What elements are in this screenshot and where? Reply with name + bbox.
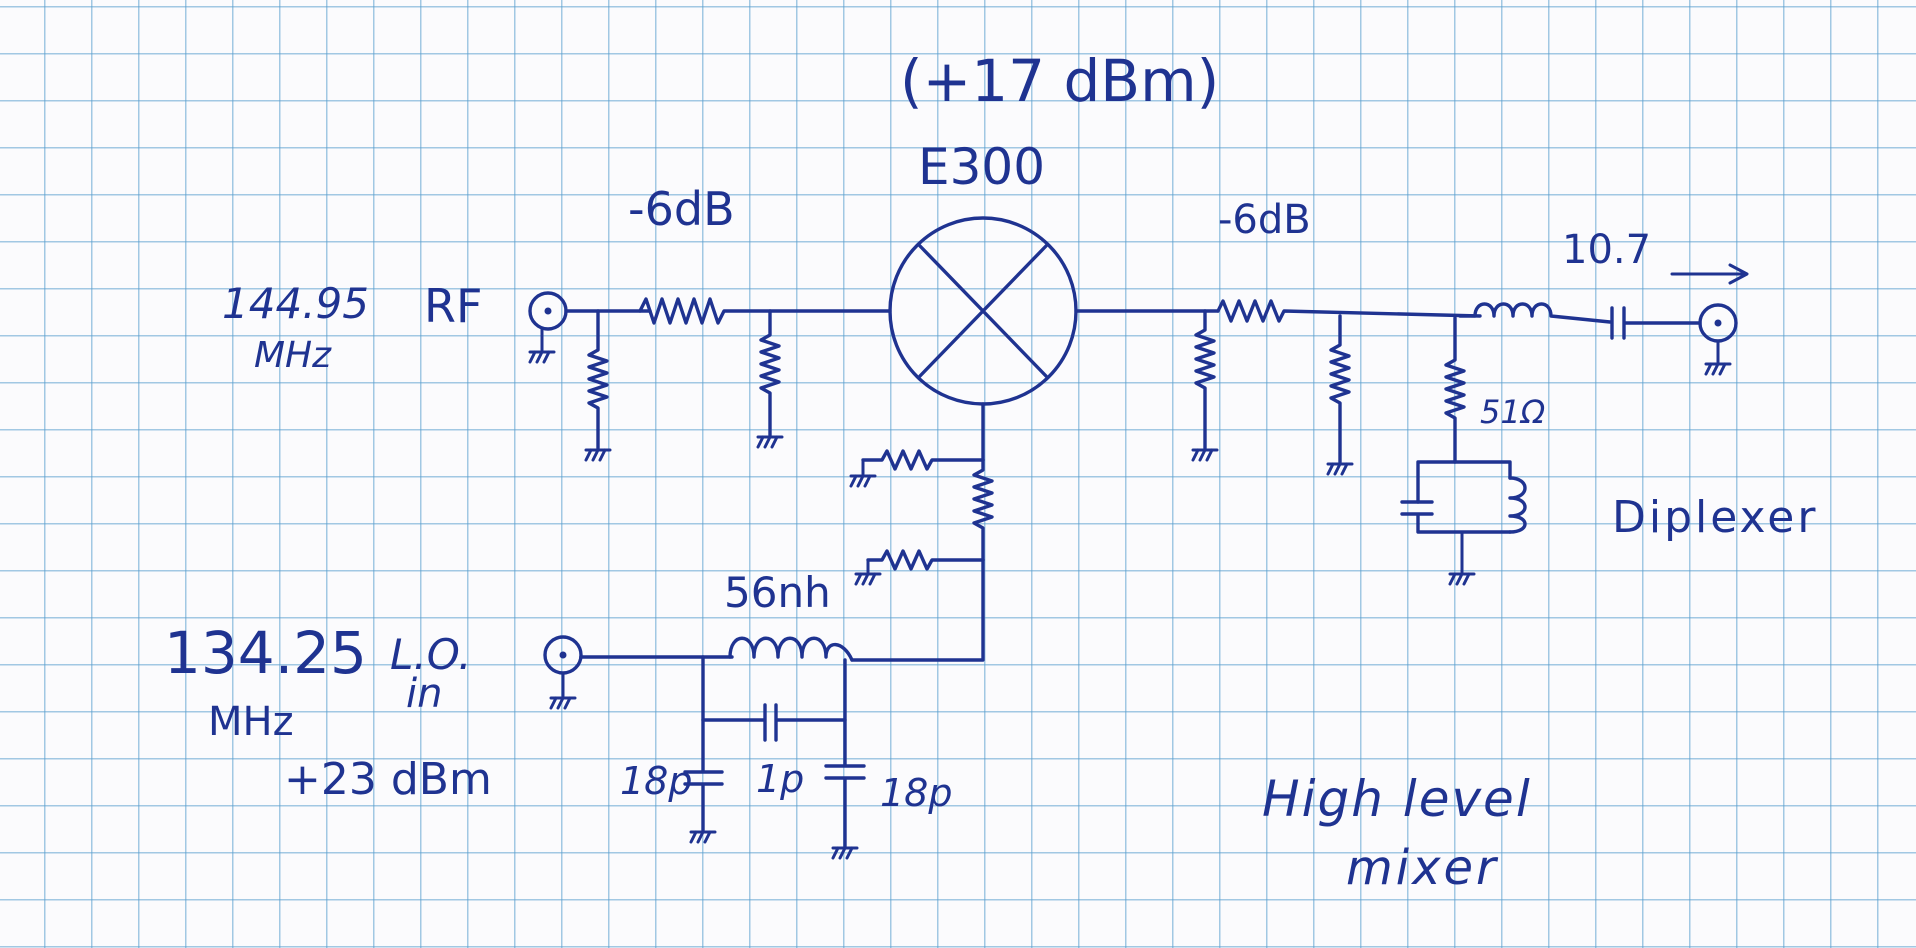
lo-drive-power: +23 dBm (284, 754, 492, 805)
lo-filter-network (579, 636, 866, 860)
diplexer-termination-branch (1400, 316, 1527, 586)
lo-cap-left-label: 18p (620, 759, 693, 803)
diplexer-label: Diplexer (1612, 492, 1819, 543)
rf-frequency-unit: MHz (254, 335, 332, 376)
lo-inductor-label: 56nh (724, 568, 831, 617)
output-pad-series-resistor (1216, 299, 1482, 323)
lo-frequency-unit: MHz (208, 699, 294, 745)
mixer-drive-note: (+17 dBm) (900, 47, 1220, 115)
mixer-part-label: E300 (918, 138, 1046, 196)
if-output-arrow (1670, 263, 1749, 285)
diplexer-resistor-label: 51Ω (1480, 393, 1546, 431)
output-pad-shunt-resistor-2 (1326, 314, 1354, 476)
input-pad-series-resistor (638, 297, 892, 325)
input-pad-shunt-resistor-1 (584, 309, 612, 462)
title-line-1: High level (1262, 770, 1532, 828)
rf-port-label: RF (424, 279, 483, 333)
if-output-connector (1698, 303, 1738, 376)
diplexer-series-inductor (1458, 302, 1612, 324)
output-pad-shunt-resistor-1 (1191, 309, 1219, 462)
lo-cap-right-label: 18p (880, 771, 953, 815)
mixer-symbol (888, 216, 1078, 406)
lo-input-connector (543, 635, 583, 710)
lo-cap-mid-label: 1p (756, 757, 805, 801)
output-pad-label: -6dB (1218, 197, 1311, 243)
input-pad-label: -6dB (628, 182, 735, 236)
title-line-2: mixer (1346, 840, 1499, 896)
lo-pad-network (849, 402, 994, 662)
if-series-capacitor (1610, 306, 1702, 340)
input-pad-shunt-resistor-2 (756, 309, 784, 449)
lo-port-label-line1: L.O. (390, 630, 472, 679)
lo-port-label-line2: in (406, 671, 443, 717)
rf-frequency: 144.95 (222, 279, 369, 328)
rf-input-connector (528, 291, 568, 364)
lo-frequency: 134.25 (164, 619, 367, 687)
if-frequency: 10.7 (1562, 227, 1652, 273)
